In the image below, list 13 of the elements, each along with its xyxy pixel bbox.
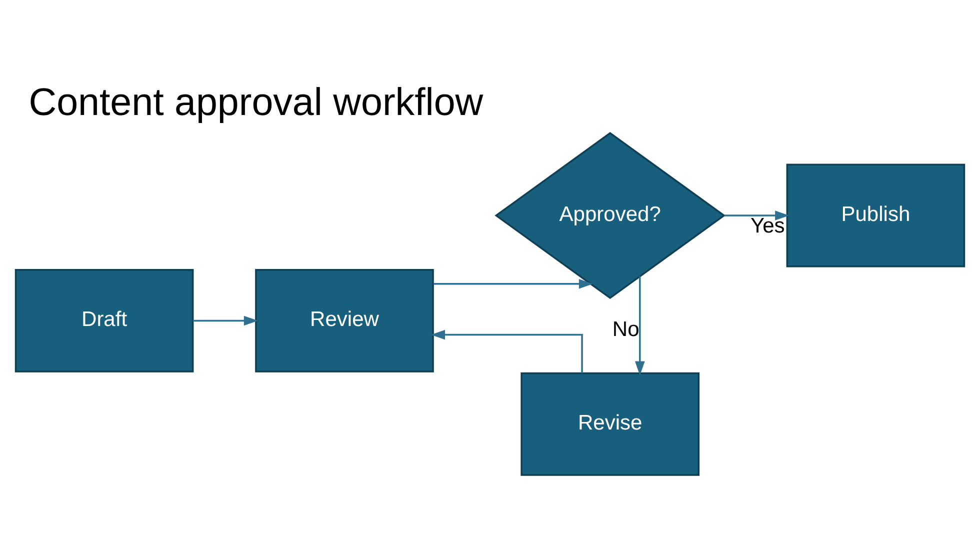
diagram-title: Content approval workflow <box>28 80 484 124</box>
arrow <box>193 315 258 326</box>
arrow <box>634 276 645 375</box>
arrow <box>430 329 583 373</box>
edge-label: Yes <box>750 214 785 237</box>
node-box: Review <box>255 268 434 372</box>
arrow <box>724 210 790 220</box>
node-box: Draft <box>14 268 194 372</box>
edge-label: No <box>612 318 640 341</box>
node-diamond: Approved? <box>494 132 726 298</box>
node-box: Revise <box>520 372 700 476</box>
arrow <box>434 278 593 288</box>
node-box: Publish <box>786 163 966 267</box>
